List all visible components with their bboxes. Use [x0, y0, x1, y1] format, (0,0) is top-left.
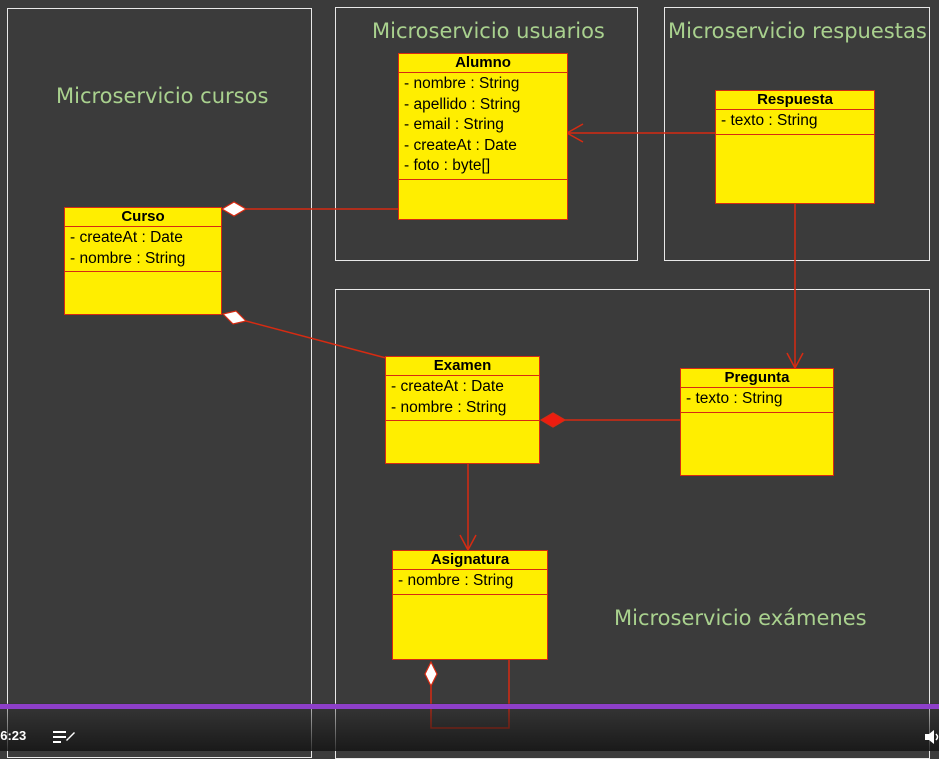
attribute: - texto : String — [721, 112, 818, 129]
attribute: - createAt : Date — [404, 136, 517, 154]
attribute: - nombre : String — [404, 75, 520, 92]
attribute: - nombre : String — [391, 398, 507, 416]
class-alumno[interactable]: Alumno - nombre : String - apellido : St… — [398, 53, 568, 220]
attribute: - createAt : Date — [391, 378, 504, 395]
class-name: Curso — [65, 208, 221, 227]
class-attributes: - texto : String — [681, 388, 833, 413]
region-title-cursos: Microservicio cursos — [56, 84, 269, 108]
volume-icon[interactable] — [922, 728, 939, 746]
region-cursos — [7, 8, 312, 758]
class-attributes: - texto : String — [716, 110, 874, 135]
progress-bar[interactable] — [0, 704, 939, 709]
attribute: - nombre : String — [398, 572, 514, 589]
class-asignatura[interactable]: Asignatura - nombre : String — [392, 550, 548, 660]
region-respuestas — [664, 7, 930, 261]
attribute: - texto : String — [686, 390, 783, 407]
class-name: Pregunta — [681, 369, 833, 388]
region-title-respuestas: Microservicio respuestas — [668, 19, 927, 43]
attribute: - foto : byte[] — [404, 157, 491, 174]
region-title-examenes: Microservicio exámenes — [614, 606, 867, 630]
playlist-icon[interactable] — [52, 728, 76, 746]
attribute: - createAt : Date — [70, 229, 183, 246]
class-examen[interactable]: Examen - createAt : Date - nombre : Stri… — [385, 356, 540, 464]
class-curso[interactable]: Curso - createAt : Date - nombre : Strin… — [64, 207, 222, 315]
playlist-icon-glyph — [53, 731, 75, 743]
class-attributes: - createAt : Date - nombre : String — [65, 227, 221, 272]
class-respuesta[interactable]: Respuesta - texto : String — [715, 90, 875, 204]
class-pregunta[interactable]: Pregunta - texto : String — [680, 368, 834, 476]
class-name: Respuesta — [716, 91, 874, 110]
region-usuarios — [335, 7, 638, 261]
region-title-usuarios: Microservicio usuarios — [372, 19, 605, 43]
attribute: - nombre : String — [70, 249, 186, 267]
class-attributes: - nombre : String - apellido : String - … — [399, 73, 567, 180]
attribute: - apellido : String — [404, 95, 521, 113]
class-name: Alumno — [399, 54, 567, 73]
class-attributes: - nombre : String — [393, 570, 547, 595]
player-controls-bar — [0, 703, 939, 751]
volume-icon-glyph — [925, 730, 939, 744]
attribute: - email : String — [404, 116, 504, 133]
class-name: Examen — [386, 357, 539, 376]
time-readout: / 6:23 — [0, 728, 27, 743]
class-name: Asignatura — [393, 551, 547, 570]
class-attributes: - createAt : Date - nombre : String — [386, 376, 539, 421]
